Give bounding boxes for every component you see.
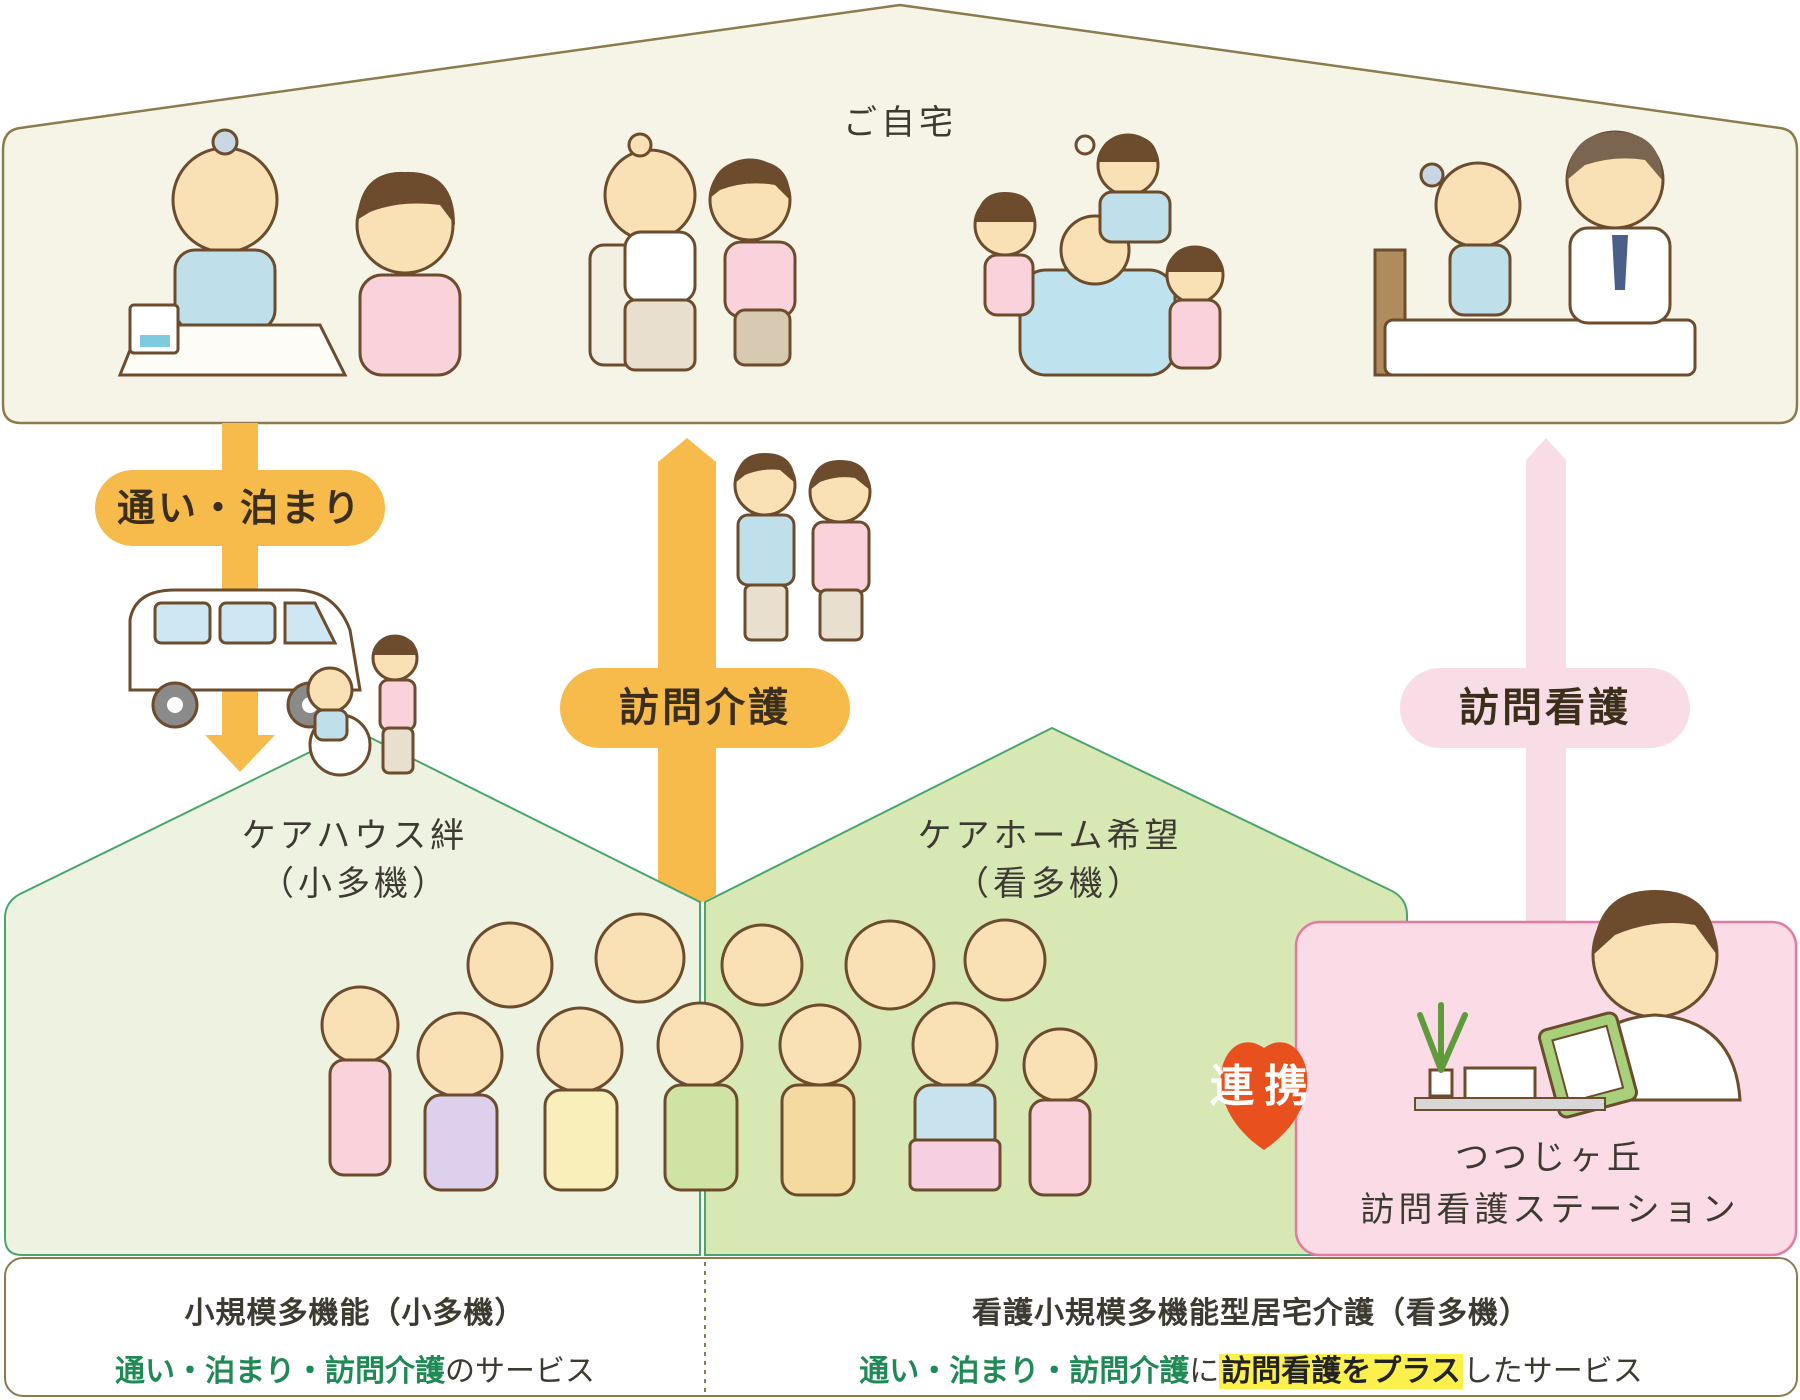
carehome-name: ケアホーム希望	[917, 816, 1183, 856]
clipboard-icon	[1538, 1011, 1638, 1119]
heart-icon	[1220, 1042, 1308, 1150]
station-name-line2: 訪問看護ステーション	[1360, 1190, 1740, 1230]
person-icon	[1373, 130, 1697, 377]
summary-right-connector: に	[1189, 1354, 1220, 1389]
summary-right-title: 看護小規模多機能型居宅介護（看多機）	[972, 1296, 1530, 1331]
cooperation-label: 連携	[1210, 1061, 1318, 1112]
summary-left: 小規模多機能（小多機） 通い・泊まり・訪問介護のサービス	[5, 1258, 705, 1396]
person-icon	[320, 912, 1098, 1197]
home-nursing-label: 訪問看護	[1400, 668, 1690, 748]
station-name-line1: つつじヶ丘	[1455, 1138, 1645, 1178]
home-title: ご自宅	[843, 103, 957, 143]
wheelchair-icon	[306, 634, 419, 777]
summary-right: 看護小規模多機能型居宅介護（看多機） 通い・泊まり・訪問介護に訪問看護をプラスし…	[705, 1258, 1797, 1396]
van-icon	[128, 588, 362, 729]
summary-left-line: 通い・泊まり・訪問介護のサービス	[5, 1346, 705, 1390]
person-icon	[973, 133, 1225, 377]
person-icon	[588, 132, 797, 372]
carehouse-name: ケアハウス絆	[241, 816, 469, 856]
summary-right-services: 通い・泊まり・訪問介護	[859, 1354, 1190, 1389]
home-care-label: 訪問介護	[560, 668, 850, 748]
person-icon	[733, 453, 872, 642]
carehome-type: （看多機）	[955, 864, 1145, 904]
day-stay-label: 通い・泊まり	[95, 470, 385, 546]
summary-right-line: 通い・泊まり・訪問介護に訪問看護をプラスしたサービス	[705, 1346, 1797, 1390]
summary-left-services: 通い・泊まり・訪問介護	[115, 1354, 445, 1389]
summary-right-highlight: 訪問看護をプラス	[1219, 1354, 1463, 1389]
summary-left-suffix: のサービス	[445, 1354, 595, 1389]
person-icon	[117, 128, 462, 377]
summary-left-title: 小規模多機能（小多機）	[184, 1296, 526, 1331]
plant-icon	[1414, 1002, 1606, 1111]
carehome-house-shape	[704, 726, 1408, 1256]
carehouse-type: （小多機）	[260, 864, 450, 904]
summary-right-suffix: したサービス	[1462, 1354, 1643, 1389]
